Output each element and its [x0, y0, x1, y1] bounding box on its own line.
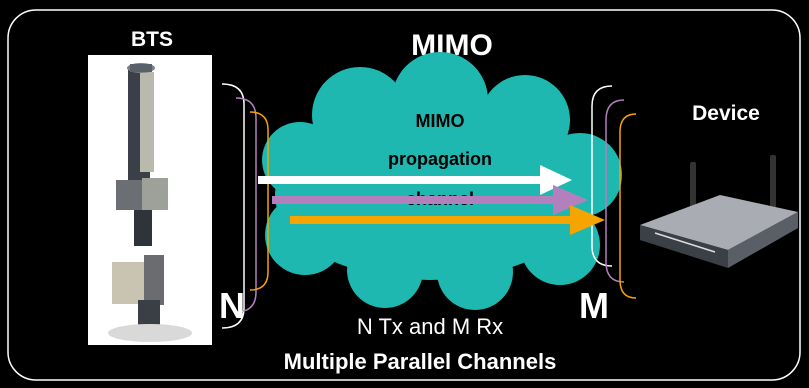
outer-frame [7, 9, 801, 381]
arrow-orange [290, 205, 605, 235]
bts-antenna-image [88, 55, 212, 345]
tx-bracket-purple [235, 97, 257, 313]
bts-label: BTS [131, 28, 173, 51]
tx-bracket-orange [249, 111, 269, 291]
rx-bracket-purple [605, 99, 625, 283]
device-label: Device [692, 102, 760, 125]
router-device-image [640, 155, 798, 268]
arrow-purple [272, 185, 588, 215]
rx-count-label: M [579, 285, 609, 326]
tx-count-label: N [219, 285, 245, 326]
propagation-cloud [262, 52, 622, 310]
caption: Multiple Parallel Channels [284, 349, 557, 374]
channel-label-line1: MIMO [416, 111, 465, 131]
tx-bracket-white [221, 83, 245, 329]
channel-label-line2: propagation [388, 149, 492, 169]
tx-rx-subtitle: N Tx and M Rx [357, 314, 503, 339]
arrow-white [258, 165, 572, 195]
rx-bracket-white [591, 85, 613, 267]
rx-bracket-orange [619, 113, 637, 299]
